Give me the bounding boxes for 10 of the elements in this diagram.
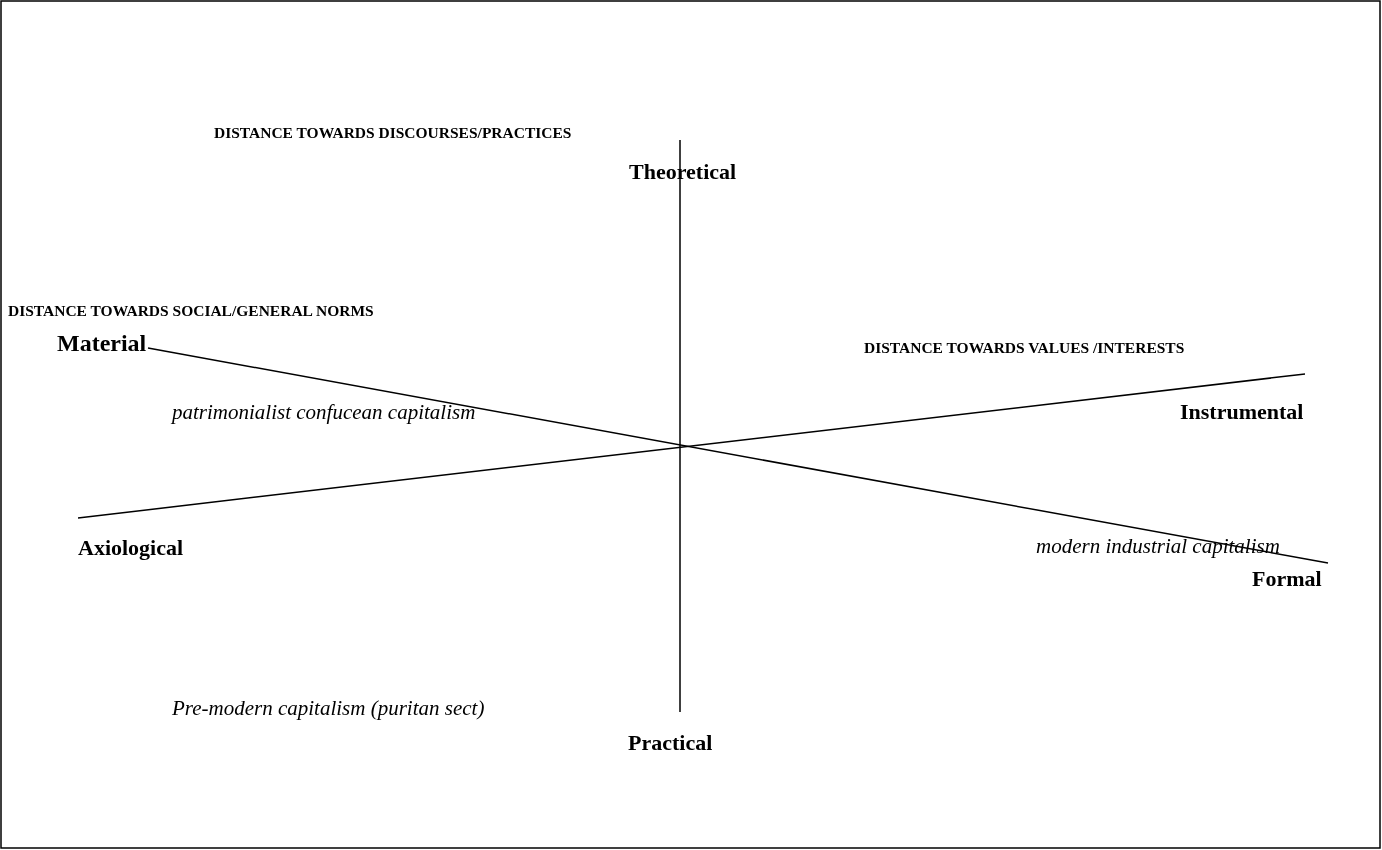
axis-title: DISTANCE TOWARDS DISCOURSES/PRACTICES xyxy=(214,125,572,141)
type-label: Pre-modern capitalism (puritan sect) xyxy=(172,698,485,720)
axis-end-label: Formal xyxy=(1252,568,1322,591)
axis-end-label: Material xyxy=(57,330,147,355)
axis-end-label: Practical xyxy=(628,732,713,755)
axis-title: DISTANCE TOWARDS SOCIAL/GENERAL NORMS xyxy=(8,303,374,319)
axis-end-label: Axiological xyxy=(78,537,184,560)
type-label: patrimonialist confucean capitalism xyxy=(172,402,476,424)
axis-end-label: Instrumental xyxy=(1180,401,1304,424)
axis-title: DISTANCE TOWARDS VALUES /INTERESTS xyxy=(864,340,1185,356)
